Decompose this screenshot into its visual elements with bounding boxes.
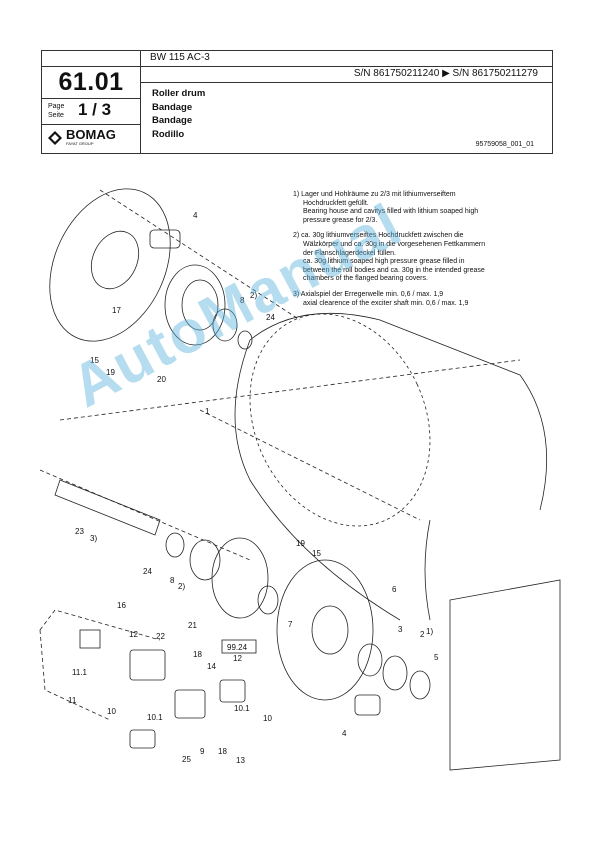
note-1: 1) Lager und Hohlräume zu 2/3 mit lithiu…	[293, 191, 533, 225]
part-callout: 1)	[426, 627, 433, 636]
part-callout: 10	[263, 714, 272, 723]
note-line: der Flanschlagerdeckel füllen.	[303, 249, 396, 257]
note-line: chambers of the flanged bearing covers.	[303, 275, 428, 283]
part-callout: 8	[240, 296, 245, 305]
note-line: ca. 30g lithium soaped high pressure gre…	[303, 258, 465, 266]
part-callout: 12	[129, 630, 138, 639]
note-line: axial clearence of the exciter shaft min…	[303, 299, 469, 307]
part-callout: 23	[75, 527, 84, 536]
page-label: Page Seite	[48, 102, 64, 120]
part-callout: 5	[434, 653, 439, 662]
serial-range: S/N 861750211240 ▶ S/N 861750211279	[353, 68, 538, 79]
part-callout: 14	[207, 662, 216, 671]
bomag-logo: BOMAG FAYAT GROUP	[48, 127, 116, 146]
part-callout: 17	[112, 306, 121, 315]
part-callout: 10	[107, 707, 116, 716]
title-block: Roller drum Bandage Bandage Rodillo	[152, 87, 205, 141]
note-line: Bearing house and cavitys filled with li…	[303, 208, 479, 216]
part-callout: 2)	[178, 582, 185, 591]
ref-box-label: 99.24	[227, 643, 248, 652]
note-line: pressure grease for 2/3.	[303, 216, 378, 224]
part-callout: 3	[398, 625, 403, 634]
part-callout: 11.1	[72, 668, 88, 677]
title-de: Bandage	[152, 101, 193, 113]
logo-diamond-icon	[48, 130, 62, 145]
logo-name: BOMAG	[66, 127, 116, 142]
part-callout: 7	[288, 620, 293, 629]
header-block: BW 115 AC-3 S/N 861750211240 ▶ S/N 86175…	[41, 50, 553, 154]
part-callout: 3)	[90, 534, 97, 543]
part-callout: 18	[193, 650, 202, 659]
part-callout: 4	[193, 211, 198, 220]
part-callout: 9	[200, 747, 205, 756]
part-callout: 22	[156, 632, 165, 641]
part-callout: 21	[188, 621, 197, 630]
part-callout: 24	[266, 313, 275, 322]
part-callout: 8	[170, 576, 175, 585]
page-label-line: Page	[48, 103, 65, 110]
part-callout: 11	[68, 696, 77, 705]
note-2: 2) ca. 30g lithiumverseiftes Hochdruckfe…	[293, 232, 533, 284]
part-callout: 25	[182, 755, 191, 764]
part-callout: 16	[117, 601, 126, 610]
part-callout: 4	[342, 729, 347, 738]
part-callout: 6	[392, 585, 397, 594]
note-line: 3) Axialspiel der Erregerwelle min. 0,6 …	[293, 290, 444, 298]
model-name: BW 115 AC-3	[150, 52, 210, 63]
title-en: Roller drum	[152, 88, 206, 99]
part-callout: 2)	[250, 291, 257, 300]
page-value: 1 / 3	[78, 100, 112, 119]
page-label-line: Seite	[48, 112, 64, 119]
part-callout: 19	[296, 539, 305, 548]
part-callout: 19	[106, 368, 115, 377]
part-callout: 15	[312, 549, 321, 558]
doc-id: 95759058_001_01	[475, 141, 534, 148]
ref-box	[221, 639, 257, 654]
part-callout: 12	[233, 654, 242, 663]
page-number: 61.01	[58, 68, 124, 96]
part-callout: 20	[157, 375, 166, 384]
note-3: 3) Axialspiel der Erregerwelle min. 0,6 …	[293, 291, 533, 308]
logo-sub: FAYAT GROUP	[66, 141, 94, 146]
part-callout: 10.1	[147, 713, 163, 722]
title-fr: Bandage	[152, 115, 193, 126]
note-line: Hochdruckfett gefüllt.	[303, 199, 369, 207]
part-callout: 24	[143, 567, 152, 576]
part-callout: 18	[218, 747, 227, 756]
notes-block: 1) Lager und Hohlräume zu 2/3 mit lithiu…	[293, 191, 533, 315]
part-callout: 2	[420, 630, 425, 639]
note-line: 1) Lager und Hohlräume zu 2/3 mit lithiu…	[293, 191, 456, 198]
note-line: Wälzkörper und ca. 30g in die vorgesehen…	[303, 240, 486, 248]
part-callout: 15	[90, 356, 99, 365]
part-callout: 10.1	[234, 704, 250, 713]
note-line: 2) ca. 30g lithiumverseiftes Hochdruckfe…	[293, 232, 464, 240]
note-line: between the roll bodies and ca. 30g in t…	[303, 266, 485, 274]
part-callout: 13	[236, 756, 245, 765]
title-es: Rodillo	[152, 128, 185, 140]
part-callout: 1	[205, 407, 210, 416]
